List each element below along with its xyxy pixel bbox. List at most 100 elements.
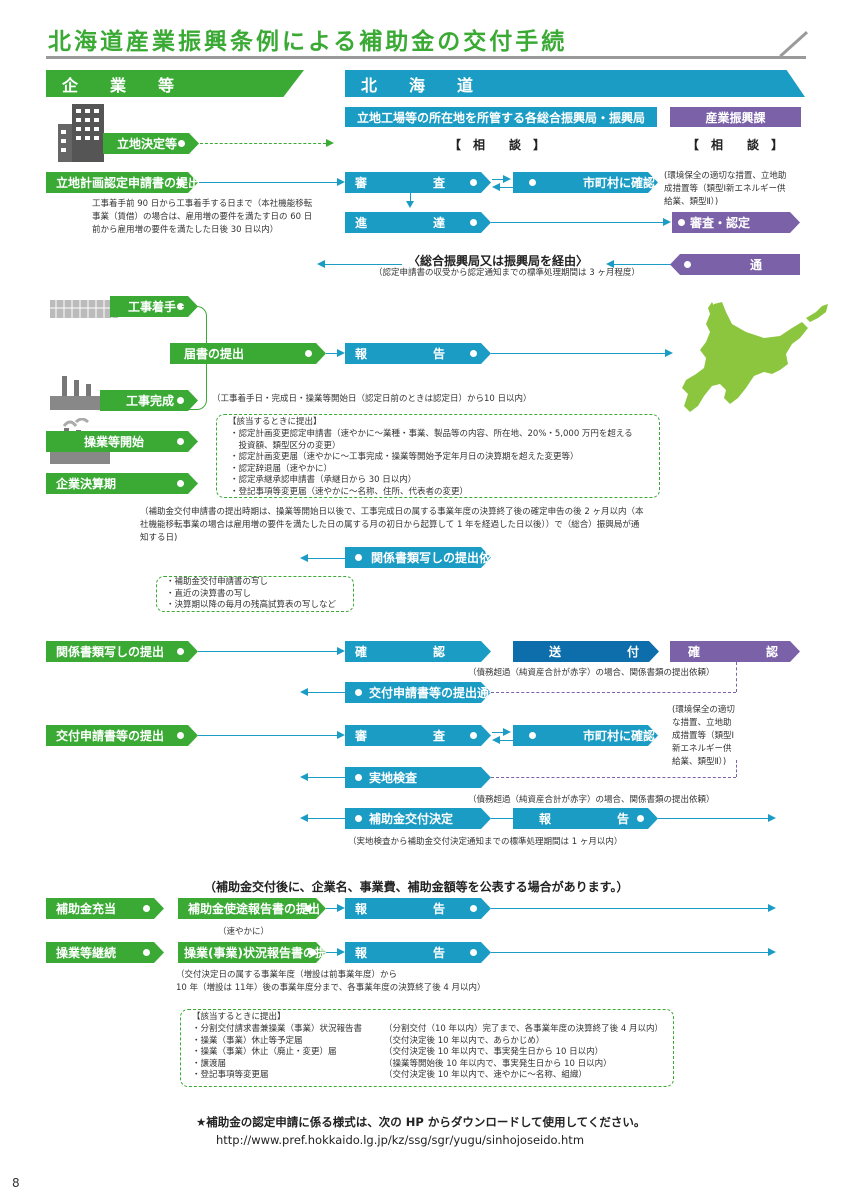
- koji-kanryo-label: 工事完成: [126, 394, 175, 408]
- jicchi-kensa-step: 実地検査: [345, 767, 491, 788]
- shichoson-kakunin-label-2: 市町村に確認: [583, 729, 656, 743]
- dot-icon: [355, 689, 362, 696]
- gaito-list-2-left: ・分割交付請求書兼操業（事業）状況報告書 ・操業（事業）休止等予定届 ・操業（事…: [192, 1024, 363, 1081]
- arrow-right-icon: [337, 904, 345, 912]
- kofu-tsuchi-step: 交付申請書等の提出通知: [345, 682, 491, 703]
- soudan-division: 【 相 談 】: [687, 138, 784, 152]
- note-kofu-jiki: （補助金交付申請書の提出時期は、操業等開始日以後で、工事完成日の属する事業年度の…: [140, 507, 644, 543]
- arrow-left-icon: [300, 773, 308, 781]
- header-bureau: 立地工場等の所在地を所管する各総合振興局・振興局: [345, 107, 657, 127]
- dot-icon: [470, 949, 477, 956]
- note-kankyo-2: (環境保全の適切 な措置、立地助 成措置等（類型Ⅰ 新エネルギー供 給業、類型Ⅱ…: [672, 705, 735, 767]
- dashed-connector: [491, 777, 736, 778]
- dot-icon: [529, 732, 536, 739]
- dot-icon: [309, 949, 316, 956]
- connector-line: [492, 179, 504, 180]
- dot-icon: [470, 179, 477, 186]
- arrow-left-icon: [300, 814, 308, 822]
- dot-icon: [305, 350, 312, 357]
- dot-icon: [355, 774, 362, 781]
- hokoku-label: 報 告: [355, 347, 460, 361]
- dot-icon: [470, 732, 477, 739]
- connector-line: [308, 818, 348, 819]
- connector-line: [410, 193, 411, 203]
- sogo-keiyu-label: 〈総合振興局又は振興局を経由〉: [408, 254, 589, 268]
- shichoson-kakunin-step: 市町村に確認: [513, 172, 658, 193]
- jokyo-hokoku-label: 操業(事業)状況報告書の提出: [184, 946, 339, 960]
- gaito-head-2: 【該当するときに提出】: [192, 1012, 286, 1022]
- arrow-left-icon: [300, 688, 308, 696]
- page-number: 8: [12, 1176, 20, 1190]
- arrow-right-icon: [503, 728, 511, 736]
- soudan-bureau: 【 相 談 】: [449, 138, 546, 152]
- kofu-tsuchi-label: 交付申請書等の提出通知: [369, 686, 502, 700]
- arrow-right-icon: [503, 175, 511, 183]
- hokoku-label-3: 報 告: [355, 902, 460, 916]
- kakunin-division-step: 確 認: [670, 641, 800, 662]
- koji-chakushu-step: 工事着手: [110, 296, 198, 317]
- connector-line: [491, 908, 768, 909]
- arrow-left-icon: [317, 260, 325, 268]
- shinsa-label-2: 審 査: [355, 729, 460, 743]
- copies-bracket: [156, 576, 354, 612]
- kakunin-step: 確 認: [345, 641, 491, 662]
- title-underline: [46, 56, 806, 59]
- factory-icon: [50, 376, 110, 410]
- dot-icon: [177, 480, 184, 487]
- dot-icon: [178, 140, 185, 147]
- dot-icon: [470, 219, 477, 226]
- shichoson-kakunin-label: 市町村に確認: [583, 176, 656, 190]
- tsuchi-label: 通 知: [750, 258, 846, 272]
- kankei-irai-label: 関係書類写しの提出依頼: [371, 551, 504, 565]
- hojo-juto-step: 補助金充当: [46, 898, 164, 919]
- ritchi-kettei-label: 立地決定等: [117, 137, 178, 151]
- arrow-right-icon: [337, 178, 345, 186]
- note-kankyo-1: (環境保全の適切な措置、立地助 成措置等（類型Ⅰ新エネルギー供 給業、類型Ⅱ）): [664, 171, 787, 207]
- hokkaido-map-icon: [682, 302, 828, 412]
- shintatsu-label: 進 達: [355, 216, 460, 230]
- arrow-right-icon: [768, 814, 776, 822]
- arrow-left-icon: [492, 736, 500, 744]
- hokoku-label-4: 報 告: [355, 946, 460, 960]
- dot-icon: [678, 219, 685, 226]
- kofu-kettei-label: 補助金交付決定: [369, 812, 454, 826]
- dot-icon: [529, 179, 536, 186]
- kohyo-notice: （補助金交付後に、企業名、事業費、補助金額等を公表する場合があります。）: [204, 880, 629, 894]
- todokesho-label: 届書の提出: [184, 347, 245, 361]
- download-notice: ★補助金の認定申請に係る様式は、次の HP からダウンロードして使用してください…: [196, 1115, 646, 1129]
- connector-line: [491, 353, 665, 354]
- dot-icon: [684, 261, 691, 268]
- dot-icon: [177, 397, 184, 404]
- kakunin-division-label: 確 認: [688, 645, 793, 659]
- kakunin-label: 確 認: [355, 645, 460, 659]
- dot-icon: [355, 554, 362, 561]
- kankei-irai-step: 関係書類写しの提出依頼: [345, 547, 491, 568]
- dot-icon: [143, 949, 150, 956]
- tsuchi-step: 通 知: [670, 254, 800, 275]
- sogyo-kaishi-label: 操業等開始: [84, 435, 145, 449]
- header-hokkaido: 北 海 道: [345, 70, 805, 97]
- hokoku-step-3: 報 告: [345, 898, 491, 919]
- todokesho-step: 届書の提出: [170, 343, 326, 364]
- connector-line: [658, 818, 768, 819]
- arrow-right-icon: [665, 349, 673, 357]
- connector-line: [199, 182, 337, 183]
- arrow-left-icon: [606, 260, 614, 268]
- download-url[interactable]: http://www.pref.hokkaido.lg.jp/kz/ssg/sg…: [216, 1133, 585, 1147]
- sofu-step: 送 付: [513, 641, 659, 662]
- dot-icon: [305, 905, 312, 912]
- header-division: 産業振興課: [670, 107, 801, 127]
- jicchi-kensa-label: 実地検査: [369, 771, 418, 785]
- kankei-teishutsu-label: 関係書類写しの提出: [56, 645, 165, 659]
- arrow-right-icon: [768, 948, 776, 956]
- connector-line: [614, 264, 676, 265]
- connector-line: [308, 692, 348, 693]
- arrow-left-icon: [492, 183, 500, 191]
- gaito-bracket-1: [216, 414, 660, 498]
- connector-line: [491, 222, 663, 223]
- shinsa-label: 審 査: [355, 176, 460, 190]
- ritchi-kettei-step: 立地決定等: [103, 133, 199, 154]
- arrow-right-icon: [337, 731, 345, 739]
- dot-icon: [470, 905, 477, 912]
- connector-line: [326, 952, 337, 953]
